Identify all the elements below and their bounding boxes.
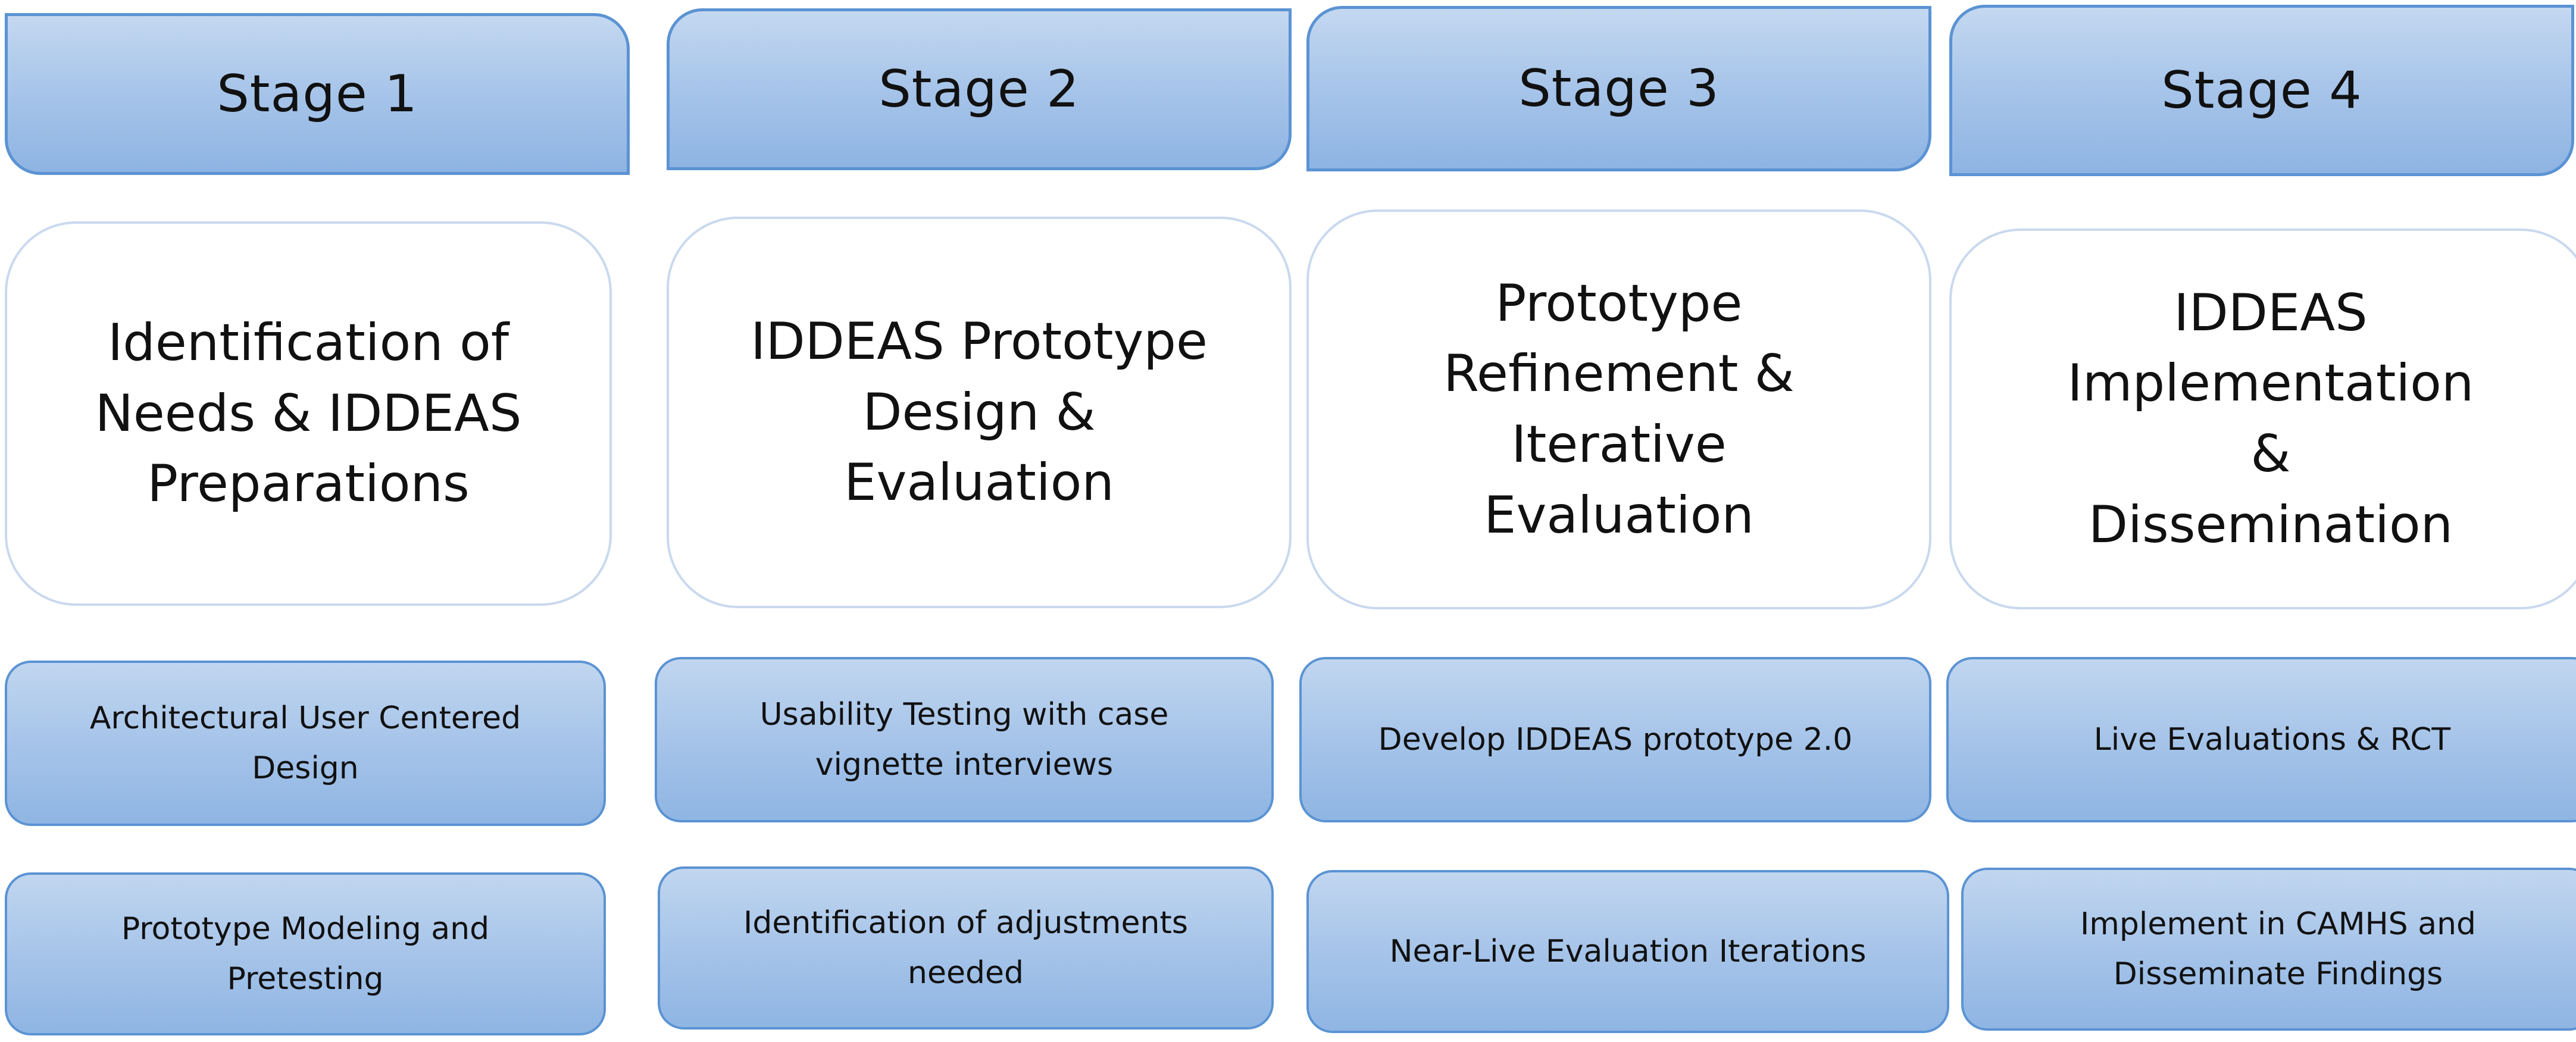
activity-box: Usability Testing with case vignette int… xyxy=(655,657,1274,822)
activity-box: Architectural User Centered Design xyxy=(5,661,606,826)
stage-header-label: Stage 4 xyxy=(2161,61,2362,120)
stage-header-label: Stage 2 xyxy=(879,60,1080,119)
activity-label: Identification of adjustments needed xyxy=(743,905,1188,991)
activity-box: Identification of adjustments needed xyxy=(658,866,1274,1030)
activity-box: Prototype Modeling and Pretesting xyxy=(5,872,606,1035)
activity-label: Architectural User Centered Design xyxy=(89,700,521,786)
activity-label: Usability Testing with case vignette int… xyxy=(759,696,1169,783)
stage-title: IDDEAS Implementation & Dissemination xyxy=(2067,283,2474,555)
activity-label: Implement in CAMHS and Disseminate Findi… xyxy=(2080,906,2477,992)
stage-column-2: Stage 2 IDDEAS Prototype Design & Evalua… xyxy=(655,0,1292,1042)
activity-box: Implement in CAMHS and Disseminate Findi… xyxy=(1961,868,2576,1031)
stage-title-box: Prototype Refinement & Iterative Evaluat… xyxy=(1306,209,1931,609)
stage-header: Stage 4 xyxy=(1949,5,2574,176)
activity-box: Live Evaluations & RCT xyxy=(1946,657,2576,822)
stage-header-label: Stage 3 xyxy=(1518,59,1720,118)
activity-label: Prototype Modeling and Pretesting xyxy=(121,910,490,997)
stage-title: IDDEAS Prototype Design & Evaluation xyxy=(751,311,1208,513)
activity-label: Near-Live Evaluation Iterations xyxy=(1389,933,1867,969)
stage-header: Stage 1 xyxy=(5,13,630,175)
activity-label: Live Evaluations & RCT xyxy=(2093,721,2451,758)
stage-title: Identification of Needs & IDDEAS Prepara… xyxy=(95,312,522,514)
activity-label: Develop IDDEAS prototype 2.0 xyxy=(1378,721,1853,758)
activity-box: Near-Live Evaluation Iterations xyxy=(1306,870,1949,1033)
stage-title-box: Identification of Needs & IDDEAS Prepara… xyxy=(5,221,612,606)
stage-title: Prototype Refinement & Iterative Evaluat… xyxy=(1443,273,1795,545)
stage-title-box: IDDEAS Prototype Design & Evaluation xyxy=(667,217,1292,608)
stage-column-4: Stage 4 IDDEAS Implementation & Dissemin… xyxy=(1946,0,2576,1042)
stage-column-1: Stage 1 Identification of Needs & IDDEAS… xyxy=(5,0,630,1042)
stage-column-3: Stage 3 Prototype Refinement & Iterative… xyxy=(1299,0,1949,1042)
stage-title-box: IDDEAS Implementation & Dissemination xyxy=(1949,229,2576,609)
activity-box: Develop IDDEAS prototype 2.0 xyxy=(1299,657,1931,822)
stage-header-label: Stage 1 xyxy=(217,64,418,124)
stage-header: Stage 3 xyxy=(1306,6,1931,171)
stage-header: Stage 2 xyxy=(667,8,1292,170)
